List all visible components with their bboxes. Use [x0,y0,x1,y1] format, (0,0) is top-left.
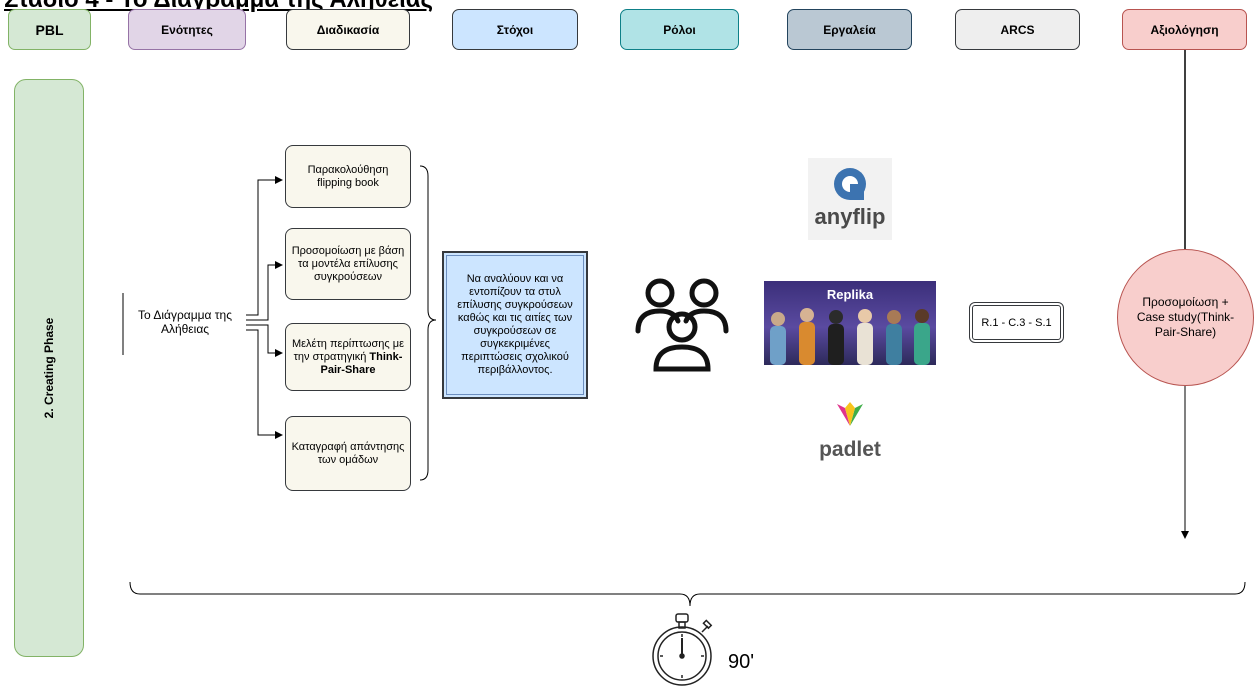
arrow-step-2 [246,261,283,321]
padlet-text: padlet [819,438,881,461]
arrow-step-1 [246,176,283,316]
header-units: Ενότητες [128,9,246,50]
timeline-brace [129,581,1246,607]
header-goals: Στόχοι [452,9,578,50]
replika-text: Replika [826,287,874,302]
goal-box: Να αναλύουν και να εντοπίζουν τα στυλ επ… [442,251,588,399]
header-assessment: Αξιολόγηση [1122,9,1247,50]
header-process: Διαδικασία [286,9,410,50]
step-text: Καταγραφή απάντησης των ομάδων [291,440,405,466]
group-users-icon [635,278,729,372]
anyflip-logo: anyflip [808,158,892,240]
arcs-box: R.1 - C.3 - S.1 [969,302,1064,343]
phase-bar [14,79,84,657]
padlet-logo: padlet [808,398,892,468]
header-pbl: PBL [8,9,91,50]
steps-brace [419,165,437,481]
step-record-answers: Καταγραφή απάντησης των ομάδων [285,416,411,491]
assessment-circle: Προσομοίωση + Case study(Think-Pair-Shar… [1117,249,1254,386]
anyflip-text: anyflip [814,204,886,229]
header-tools: Εργαλεία [787,9,912,50]
arrow-step-3 [246,324,283,357]
step-case-study: Μελέτη περίπτωσης με την στρατηγική Thin… [285,323,411,391]
diagram-label: Το Διάγραμμα της Αλήθειας [137,308,233,336]
step-text: Μελέτη περίπτωσης με την στρατηγική Thin… [291,337,405,376]
duration-label: 90' [728,651,755,673]
step-text: Παρακολούθηση flipping book [307,163,389,189]
arrow-step-4 [246,329,283,439]
step-simulation: Προσομοίωση με βάση τα μοντέλα επίλυσης … [285,228,411,300]
replika-banner: Replika [764,281,936,365]
step-flipping-book: Παρακολούθηση flipping book [285,145,411,208]
step-text: Προσομοίωση με βάση τα μοντέλα επίλυσης … [291,244,405,283]
header-arcs: ARCS [955,9,1080,50]
header-roles: Ρόλοι [620,9,739,50]
stopwatch-icon [652,613,713,686]
